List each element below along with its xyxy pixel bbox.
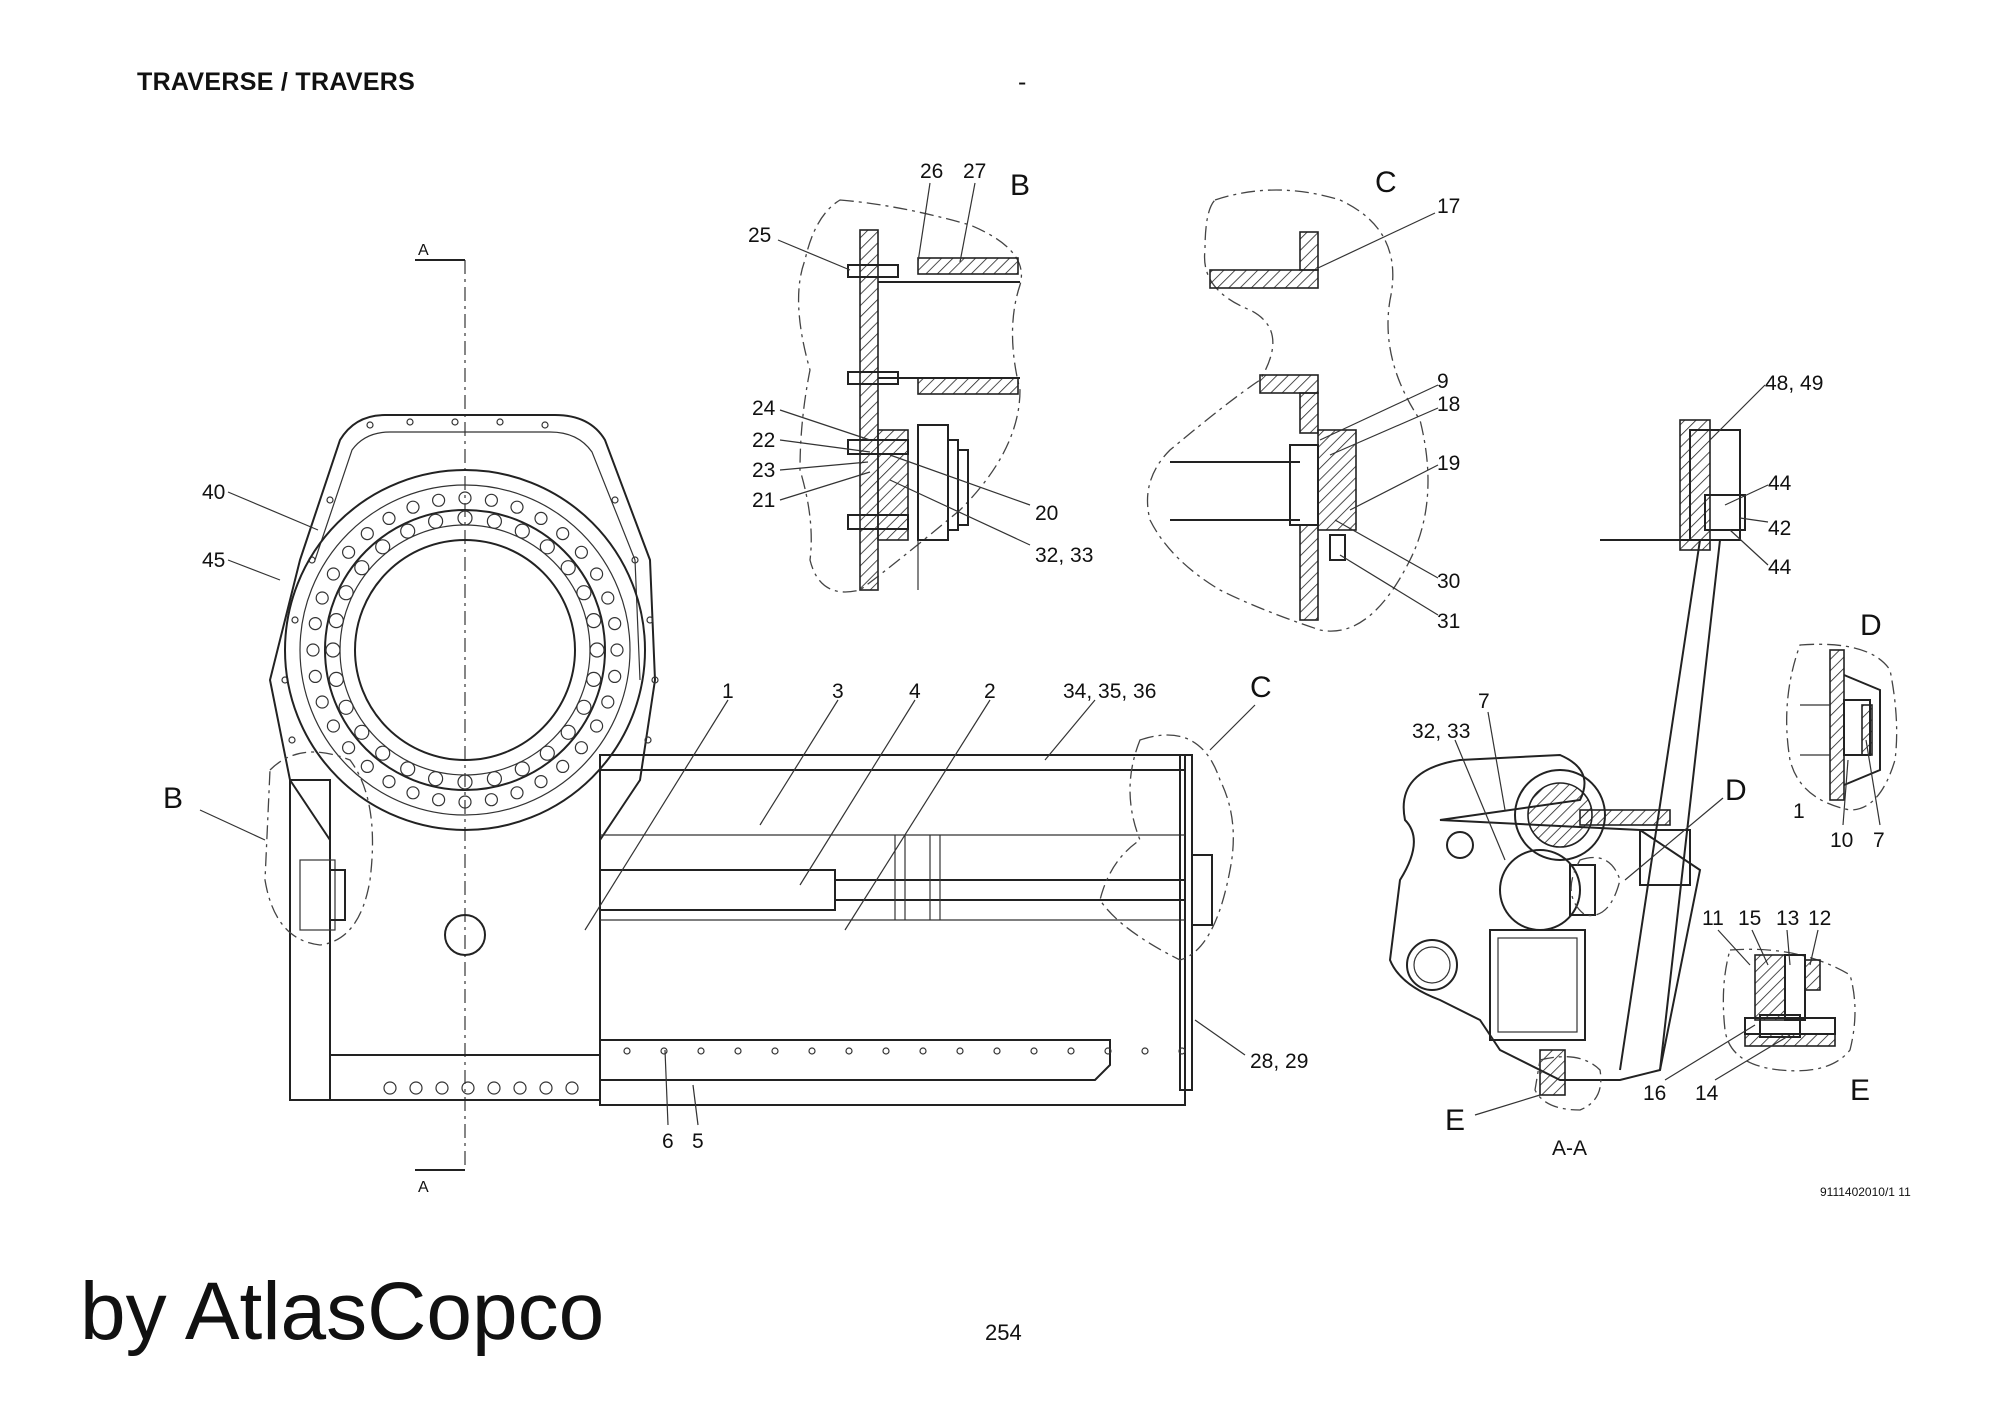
callout-24: 24 — [752, 397, 776, 420]
detail-e-title: E — [1850, 1074, 1870, 1107]
detail-b-callouts: B 26 27 25 24 22 23 21 20 32, 33 — [748, 160, 1093, 567]
callout-20: 20 — [1035, 502, 1058, 525]
access-hole — [444, 914, 486, 956]
callout-9: 9 — [1437, 370, 1449, 393]
callout-4: 4 — [909, 680, 921, 703]
callout-42: 42 — [1768, 517, 1791, 540]
detail-e-view — [1722, 948, 1856, 1072]
callout-23: 23 — [752, 459, 775, 482]
detail-d-marker: D — [1725, 774, 1747, 807]
base-plate — [599, 1039, 1111, 1081]
callout-6: 6 — [662, 1130, 674, 1153]
callout-1: 1 — [722, 680, 734, 703]
callout-7-d: 7 — [1873, 829, 1885, 852]
main-view: A A — [264, 242, 1234, 1196]
callout-21: 21 — [752, 489, 775, 512]
callout-13: 13 — [1776, 907, 1799, 930]
callout-48-49: 48, 49 — [1765, 372, 1823, 395]
callout-31: 31 — [1437, 610, 1460, 633]
hydraulic-cylinder — [599, 869, 836, 911]
left-bracket — [289, 779, 331, 1101]
detail-e-callouts: 11 15 13 12 16 14 E — [1643, 907, 1870, 1107]
detail-c-callouts: C 17 9 18 19 30 31 — [1317, 166, 1460, 633]
housing-bolts — [281, 418, 659, 744]
detail-d-title: D — [1860, 609, 1882, 642]
drawing-reference: 9111402010/1 11 — [1820, 1185, 1911, 1199]
detail-d-callouts: D 1 10 7 — [1793, 609, 1885, 852]
callout-32-33-section: 32, 33 — [1412, 720, 1470, 743]
section-marker-top: A — [418, 242, 429, 259]
callout-17: 17 — [1437, 195, 1460, 218]
slewing-ring-outer — [284, 469, 646, 831]
detail-e-marker: E — [1445, 1104, 1465, 1137]
callout-7-section: 7 — [1478, 690, 1490, 713]
detail-c-title: C — [1375, 166, 1397, 199]
callout-32-33-b: 32, 33 — [1035, 544, 1093, 567]
callout-16: 16 — [1643, 1082, 1666, 1105]
main-view-callouts: 40 45 1 3 4 2 34, 35, 36 28, 29 6 5 B C — [163, 481, 1308, 1153]
traverse-housing — [268, 414, 657, 1101]
callout-26: 26 — [920, 160, 943, 183]
callout-40: 40 — [202, 481, 225, 504]
callout-2: 2 — [984, 680, 996, 703]
callout-18: 18 — [1437, 393, 1460, 416]
callout-45: 45 — [202, 549, 225, 572]
page-title: TRAVERSE / TRAVERS — [137, 68, 416, 96]
section-marker-bottom: A — [418, 1179, 429, 1196]
callout-22: 22 — [752, 429, 775, 452]
callout-11: 11 — [1702, 907, 1724, 930]
callout-30: 30 — [1437, 570, 1460, 593]
plate-holes — [383, 1047, 1186, 1095]
callout-10: 10 — [1830, 829, 1853, 852]
callout-3: 3 — [832, 680, 844, 703]
detail-d-view — [1786, 643, 1898, 811]
page-number: 254 — [985, 1320, 1022, 1345]
slewing-ring-bore — [354, 539, 576, 761]
detail-b-view — [797, 199, 1022, 593]
callout-1-d: 1 — [1793, 800, 1805, 823]
detail-c-marker: C — [1250, 671, 1272, 704]
callout-19: 19 — [1437, 452, 1460, 475]
detail-c-view — [1146, 189, 1429, 632]
callout-34-35-36: 34, 35, 36 — [1063, 680, 1156, 703]
section-aa-label: A-A — [1552, 1137, 1587, 1160]
callout-15: 15 — [1738, 907, 1761, 930]
callout-27: 27 — [963, 160, 986, 183]
detail-b-marker: B — [163, 782, 183, 815]
callout-5: 5 — [692, 1130, 704, 1153]
callout-44-bottom: 44 — [1768, 556, 1792, 579]
detail-b-title: B — [1010, 169, 1030, 202]
section-aa-view — [1388, 419, 1746, 1111]
callout-25: 25 — [748, 224, 771, 247]
ring-bolts — [306, 491, 624, 809]
callout-44-top: 44 — [1768, 472, 1792, 495]
section-aa-callouts: 48, 49 44 42 44 7 32, 33 D E A-A — [1412, 372, 1823, 1160]
callout-28-29: 28, 29 — [1250, 1050, 1308, 1073]
traverse-beam — [599, 754, 1186, 1106]
brand-watermark: by AtlasCopco — [80, 1266, 605, 1357]
traverse-section — [1388, 753, 1702, 1081]
callout-12: 12 — [1808, 907, 1831, 930]
header-dash: - — [1018, 68, 1027, 96]
callout-14: 14 — [1695, 1082, 1719, 1105]
